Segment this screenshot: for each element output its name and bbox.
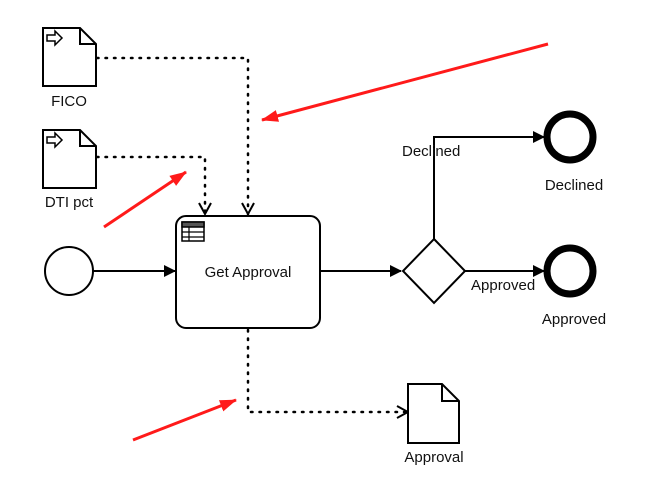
annotation-arrow: [132, 398, 237, 442]
approved-flow-label: Approved: [471, 277, 536, 294]
declined-flow-label: Declined: [402, 143, 461, 160]
end-event-approved[interactable]: [543, 244, 597, 298]
input-arrow-icon: [46, 29, 64, 47]
fico-data-input[interactable]: [42, 27, 97, 87]
dti-label: DTI pct: [44, 194, 94, 211]
approval-output-label: Approval: [404, 449, 464, 466]
exclusive-gateway[interactable]: [401, 237, 467, 305]
dti-data-input[interactable]: [42, 129, 97, 189]
end-event-declined[interactable]: [543, 110, 597, 164]
approval-data-output[interactable]: [407, 383, 460, 444]
start-event[interactable]: [44, 246, 94, 296]
fico-association[interactable]: [95, 56, 248, 214]
approved-end-label: Approved: [541, 311, 607, 328]
input-arrow-icon: [46, 131, 64, 149]
dti-association[interactable]: [95, 155, 205, 214]
get-approval-task[interactable]: [175, 215, 321, 329]
business-rule-table-icon: [181, 221, 205, 242]
approval-output-association[interactable]: [246, 328, 408, 412]
task-label: Get Approval: [204, 263, 292, 281]
annotation-arrow: [103, 170, 187, 229]
fico-label: FICO: [51, 93, 87, 110]
annotation-arrow: [261, 42, 549, 122]
sequence-flow-declined[interactable]: [433, 131, 545, 239]
declined-end-label: Declined: [544, 177, 604, 194]
